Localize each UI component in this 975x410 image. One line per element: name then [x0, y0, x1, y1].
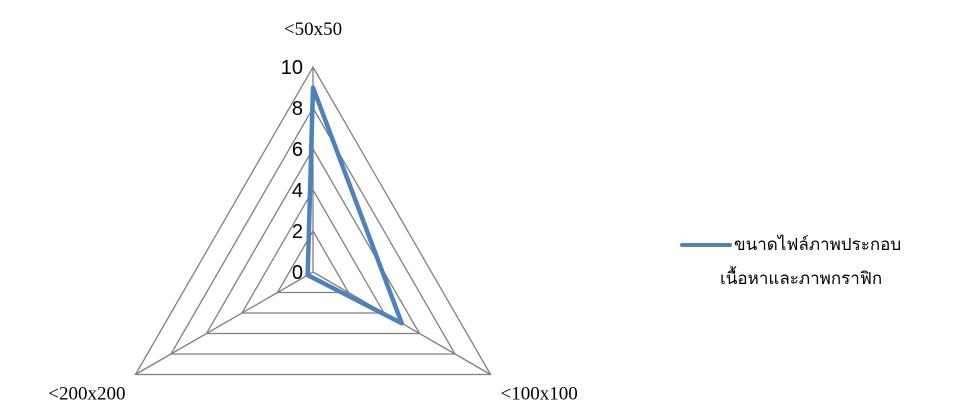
spoke-2	[135, 271, 314, 376]
radar-category-labels: <50x50 <100x100 <200x200	[48, 19, 578, 405]
tick-label-10: 10	[281, 57, 303, 79]
legend-item: ขนาดไฟล์ภาพประกอบ	[680, 228, 901, 262]
grid-ring-8	[169, 106, 457, 355]
grid-ring-4	[240, 188, 386, 314]
radar-grid	[134, 65, 492, 376]
tick-label-6: 6	[292, 139, 303, 161]
radar-series	[305, 85, 405, 326]
legend-label-line-2: เนื้อหาและภาพกราฟิก	[720, 269, 883, 289]
legend-swatch	[680, 243, 732, 247]
grid-ring-2	[276, 229, 350, 294]
category-label-2: <200x200	[48, 384, 125, 405]
legend: ขนาดไฟล์ภาพประกอบ เนื้อหาและภาพกราฟิก	[680, 228, 901, 296]
category-label-1: <100x100	[501, 384, 578, 405]
radar-tick-labels: 0 2 4 6 8 10	[281, 57, 303, 284]
series-line-0	[305, 85, 405, 326]
legend-label-line-1: ขนาดไฟล์ภาพประกอบ	[734, 235, 902, 255]
tick-label-2: 2	[292, 221, 303, 243]
grid-ring-6	[205, 147, 421, 335]
tick-label-0: 0	[292, 262, 303, 284]
category-label-0: <50x50	[284, 19, 342, 40]
tick-label-8: 8	[292, 98, 303, 120]
grid-ring-10	[134, 65, 492, 376]
tick-label-4: 4	[292, 180, 303, 202]
